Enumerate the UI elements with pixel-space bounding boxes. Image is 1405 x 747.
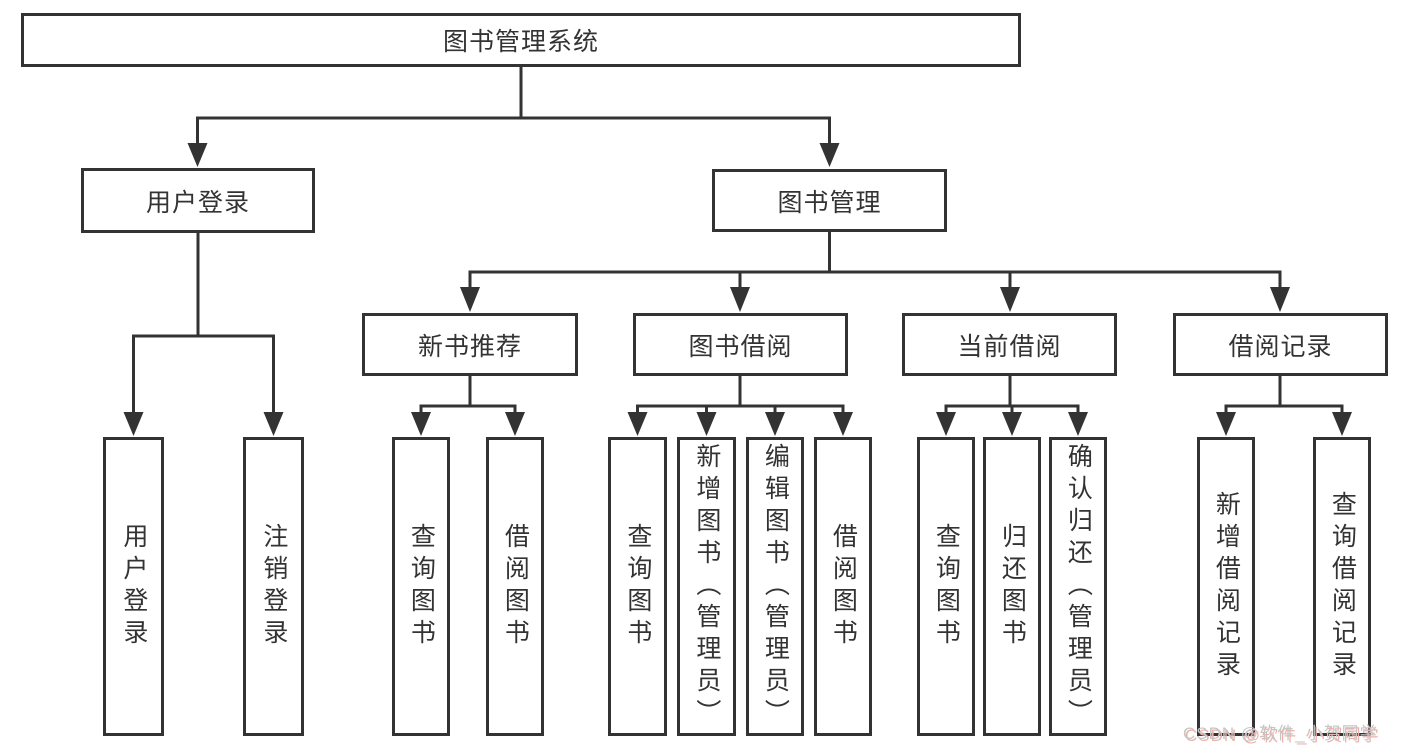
leaf-logout: 注销登录 (243, 437, 304, 736)
connector-user-login-bus (132, 233, 275, 416)
leaf-bb-edit-books-admin-label: 编辑图书（管理员） (761, 442, 790, 731)
node-book-management: 图书管理 (712, 169, 947, 232)
connector-book-borrow-bus (636, 376, 845, 416)
node-user-login: 用户登录 (81, 168, 315, 233)
node-borrow-records-label: 借阅记录 (1228, 332, 1333, 361)
leaf-cb-return-books-label: 归还图书 (998, 522, 1027, 651)
leaf-br-query-record-label: 查询借阅记录 (1328, 490, 1357, 683)
leaf-cb-query-books: 查询图书 (917, 437, 975, 736)
leaf-nbr-query-books-label: 查询图书 (407, 522, 436, 651)
leaf-br-add-record-label: 新增借阅记录 (1212, 490, 1241, 683)
leaf-bb-query-books: 查询图书 (608, 437, 667, 736)
leaf-bb-add-books-admin: 新增图书（管理员） (677, 437, 736, 736)
node-current-borrow-label: 当前借阅 (957, 332, 1062, 361)
leaf-bb-borrow-books: 借阅图书 (814, 437, 872, 736)
watermark-text: CSDN @软件_小贺同学 (1183, 724, 1378, 743)
leaf-cb-confirm-return-admin-label: 确认归还（管理员） (1064, 442, 1093, 731)
arrowheads (123, 143, 1352, 436)
leaf-user-login: 用户登录 (103, 437, 164, 736)
leaf-nbr-query-books: 查询图书 (392, 437, 450, 736)
node-borrow-records: 借阅记录 (1173, 313, 1388, 376)
connector-current-borrow-bus (944, 376, 1080, 416)
connector-borrow-records-bus (1224, 376, 1344, 416)
leaf-nbr-borrow-books-label: 借阅图书 (501, 522, 530, 651)
leaf-br-add-record: 新增借阅记录 (1197, 437, 1255, 736)
node-user-login-label: 用户登录 (145, 188, 250, 217)
node-new-book-recommend: 新书推荐 (362, 313, 578, 376)
connector-book-mgmt-bus (468, 232, 1282, 291)
leaf-cb-confirm-return-admin: 确认归还（管理员） (1049, 437, 1107, 736)
leaf-logout-label: 注销登录 (259, 522, 288, 651)
leaf-br-query-record: 查询借阅记录 (1313, 437, 1371, 736)
connector-new-book-bus (419, 376, 517, 416)
leaf-bb-add-books-admin-label: 新增图书（管理员） (692, 442, 721, 731)
node-new-book-recommend-label: 新书推荐 (417, 332, 522, 361)
leaf-bb-edit-books-admin: 编辑图书（管理员） (746, 437, 804, 736)
node-current-borrow: 当前借阅 (902, 313, 1117, 376)
leaf-user-login-label: 用户登录 (119, 522, 148, 651)
node-book-borrow-label: 图书借阅 (688, 332, 793, 361)
node-book-management-label: 图书管理 (777, 188, 882, 217)
leaf-bb-query-books-label: 查询图书 (623, 522, 652, 651)
leaf-cb-query-books-label: 查询图书 (932, 522, 961, 651)
connector-root-bus (196, 67, 831, 147)
leaf-bb-borrow-books-label: 借阅图书 (829, 522, 858, 651)
node-root: 图书管理系统 (21, 13, 1021, 67)
node-root-label: 图书管理系统 (442, 28, 599, 56)
leaf-nbr-borrow-books: 借阅图书 (486, 437, 544, 736)
leaf-cb-return-books: 归还图书 (983, 437, 1041, 736)
node-book-borrow: 图书借阅 (633, 313, 848, 376)
